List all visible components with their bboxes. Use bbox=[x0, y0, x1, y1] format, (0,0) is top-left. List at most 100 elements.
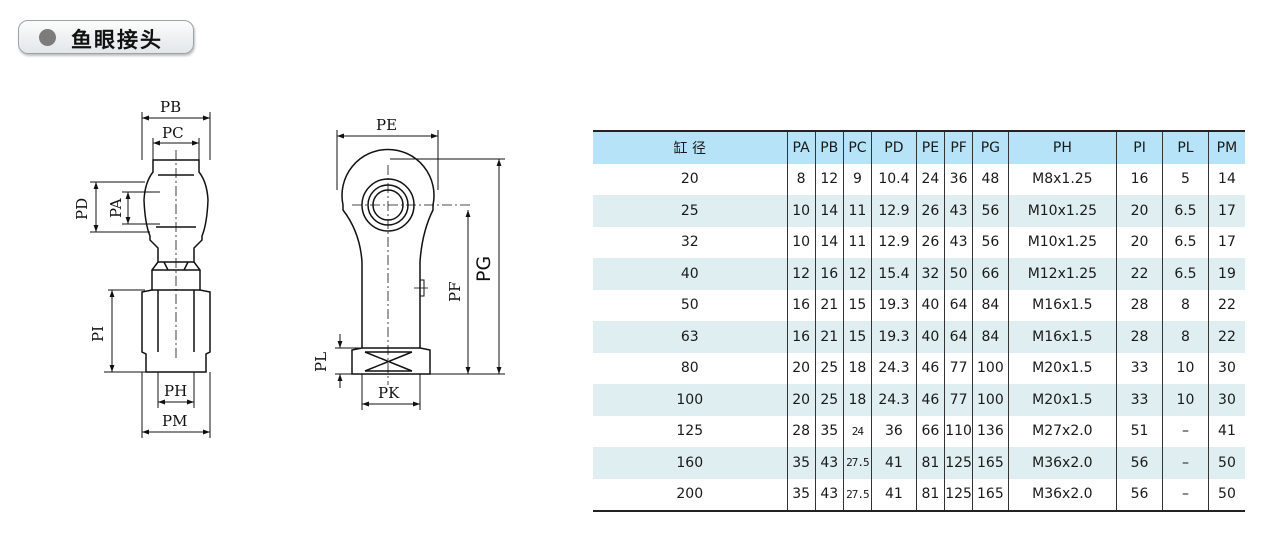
table-cell: M27x2.0 bbox=[1007, 415, 1117, 447]
table-cell: M10x1.25 bbox=[1007, 226, 1117, 258]
label-pi: PI bbox=[89, 326, 107, 342]
table-cell: 48 bbox=[972, 163, 1009, 195]
table-cell: 64 bbox=[943, 321, 973, 353]
table-cell: 35 bbox=[786, 478, 816, 512]
label-pf: PF bbox=[446, 281, 464, 302]
table-cell: 15 bbox=[842, 289, 872, 321]
table-cell: 56 bbox=[972, 226, 1009, 258]
table-cell: 16 bbox=[1116, 163, 1163, 195]
table-cell: 19 bbox=[1207, 258, 1245, 290]
table-cell: 43 bbox=[943, 226, 973, 258]
table-cell: 12.9 bbox=[871, 195, 917, 227]
table-cell: M16x1.5 bbox=[1007, 321, 1117, 353]
table-cell: 50 bbox=[680, 297, 699, 314]
table-cell: 16 bbox=[786, 289, 816, 321]
table-cell: 26 bbox=[915, 195, 945, 227]
table-cell: 12 bbox=[786, 258, 816, 290]
label-pm: PM bbox=[162, 412, 187, 430]
table-cell: 16 bbox=[814, 258, 844, 290]
table-cell: 11 bbox=[842, 195, 872, 227]
col-header-pc: PC bbox=[842, 130, 872, 164]
front-view bbox=[341, 148, 470, 385]
col-header-pf: PF bbox=[943, 130, 973, 164]
table-cell: 28 bbox=[1116, 321, 1163, 353]
table-cell: 110 bbox=[943, 415, 973, 447]
side-view bbox=[141, 150, 211, 373]
table-cell: 100 bbox=[593, 384, 788, 416]
table-cell: 40 bbox=[915, 321, 945, 353]
label-pc: PC bbox=[162, 124, 184, 142]
table-cell: 20 bbox=[1116, 195, 1163, 227]
table-cell: 46 bbox=[915, 352, 945, 384]
table-cell: 6.5 bbox=[1162, 195, 1209, 227]
table-cell: 25 bbox=[814, 384, 844, 416]
table-cell: 41 bbox=[871, 447, 917, 479]
table-cell: 63 bbox=[593, 321, 788, 353]
table-cell: 11 bbox=[842, 226, 872, 258]
table-cell: M10x1.25 bbox=[1007, 195, 1117, 227]
table-cell: 125 bbox=[943, 447, 973, 479]
table-cell: 66 bbox=[972, 258, 1009, 290]
table-cell: 28 bbox=[786, 415, 816, 447]
table-cell: 19.3 bbox=[871, 321, 917, 353]
table-cell: 43 bbox=[943, 195, 973, 227]
table-cell: 10 bbox=[786, 195, 816, 227]
table-cell: 81 bbox=[915, 478, 945, 512]
table-cell: 50 bbox=[943, 258, 973, 290]
table-cell: 81 bbox=[915, 447, 945, 479]
table-cell: 20 bbox=[786, 384, 816, 416]
table-cell: 8 bbox=[786, 163, 816, 195]
table-cell: M36x2.0 bbox=[1007, 478, 1117, 512]
table-cell: – bbox=[1162, 415, 1209, 447]
table-cell: 19.3 bbox=[871, 289, 917, 321]
table-cell: 32 bbox=[915, 258, 945, 290]
table-cell: 40 bbox=[915, 289, 945, 321]
table-cell: 77 bbox=[943, 352, 973, 384]
col-header-pg: PG bbox=[972, 130, 1009, 164]
table-cell: M20x1.5 bbox=[1007, 352, 1117, 384]
section-title: 鱼眼接头 bbox=[71, 28, 163, 52]
table-cell: 77 bbox=[943, 384, 973, 416]
col-header-bore: 缸 径 bbox=[593, 130, 788, 164]
table-cell: M12x1.25 bbox=[1007, 258, 1117, 290]
label-pa: PA bbox=[107, 198, 125, 218]
table-cell: 24 bbox=[915, 163, 945, 195]
table-cell: 33 bbox=[1116, 352, 1163, 384]
table-cell: M36x2.0 bbox=[1007, 447, 1117, 479]
table-cell: 22 bbox=[1116, 258, 1163, 290]
table-cell: 33 bbox=[1116, 384, 1163, 416]
label-pe: PE bbox=[376, 116, 397, 134]
col-header-pd: PD bbox=[871, 130, 917, 164]
table-cell: 51 bbox=[1116, 415, 1163, 447]
table-cell: 100 bbox=[972, 352, 1009, 384]
section-title-pill: 鱼眼接头 bbox=[18, 20, 194, 54]
col-header-pb: PB bbox=[814, 130, 844, 164]
table-cell: 30 bbox=[1207, 352, 1245, 384]
table-cell: M16x1.5 bbox=[1007, 289, 1117, 321]
table-cell: 24 bbox=[842, 415, 872, 447]
table-cell: 46 bbox=[915, 384, 945, 416]
table-cell: 56 bbox=[1116, 447, 1163, 479]
table-cell: 36 bbox=[871, 415, 917, 447]
table-cell: 36 bbox=[943, 163, 973, 195]
col-header-pm: PM bbox=[1207, 130, 1245, 164]
table-cell: 17 bbox=[1207, 195, 1245, 227]
table-cell: 26 bbox=[915, 226, 945, 258]
table-cell: 25 bbox=[593, 195, 788, 227]
label-pd: PD bbox=[73, 198, 91, 220]
table-cell: 12.9 bbox=[871, 226, 917, 258]
table-cell: 8 bbox=[1162, 289, 1209, 321]
table-cell: 165 bbox=[972, 447, 1009, 479]
label-pb: PB bbox=[160, 98, 181, 116]
table-cell: 22 bbox=[1207, 289, 1245, 321]
table-cell: 24.3 bbox=[871, 384, 917, 416]
table-cell: 160 bbox=[593, 447, 788, 479]
col-header-pe: PE bbox=[915, 130, 945, 164]
